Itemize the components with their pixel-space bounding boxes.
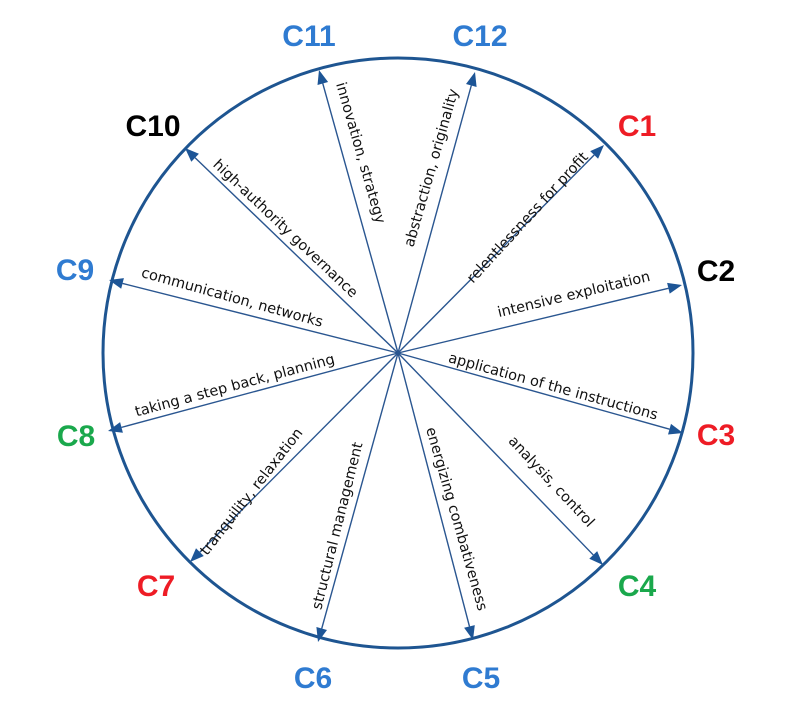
spoke-label-c5: energizing combativeness [422, 425, 490, 612]
node-label-c2: C2 [697, 255, 735, 288]
spoke-line-c4 [397, 352, 594, 556]
node-label-c5: C5 [462, 662, 500, 695]
spoke-line-c5 [397, 352, 471, 627]
arrowhead-c1 [590, 145, 604, 159]
node-label-c10: C10 [125, 110, 180, 143]
spoke-label-c8: taking a step back, planning [133, 352, 336, 421]
spoke-line-c8 [121, 352, 399, 429]
spoke-label-c1: relentlessness for profit [464, 149, 592, 286]
arrowhead-c7 [190, 548, 204, 562]
labels-layer: relentlessness for profit C1 intensive exp… [56, 20, 735, 695]
node-label-c4: C4 [618, 570, 657, 603]
arrowhead-c3 [668, 423, 683, 435]
spoke-label-c7: tranquility, relaxation [198, 425, 307, 558]
spoke-line-c6 [321, 352, 399, 629]
arrowhead-c10 [185, 148, 199, 162]
arrowhead-c6 [316, 627, 327, 642]
spoke-label-c9: communication, networks [139, 265, 324, 331]
spokes-layer [108, 70, 683, 642]
node-label-c9: C9 [56, 254, 94, 287]
spoke-label-c11: innovation, strategy [332, 81, 388, 226]
spoke-line-c2 [397, 287, 669, 354]
outer-circle [101, 56, 695, 650]
arrowhead-c12 [466, 72, 477, 87]
arrowhead-c4 [589, 551, 603, 565]
spoke-label-c3: application of the instructions [447, 350, 660, 423]
arrowhead-c11 [317, 70, 329, 85]
node-label-c1: C1 [618, 110, 656, 143]
spoke-line-c1 [397, 154, 595, 354]
arrowhead-c8 [108, 422, 123, 433]
arrowhead-c5 [464, 625, 475, 640]
arrowhead-c9 [109, 278, 124, 289]
spoke-label-c12: abstraction, originality [402, 87, 463, 249]
node-label-c7: C7 [137, 570, 175, 603]
spoke-line-c11 [322, 83, 399, 354]
spoke-line-c12 [397, 85, 472, 354]
spoke-line-c3 [397, 352, 670, 430]
spoke-line-c9 [122, 282, 399, 354]
node-label-c6: C6 [294, 662, 332, 695]
spoke-label-c2: intensive exploitation [496, 269, 652, 321]
spoke-label-c6: structural management [309, 440, 366, 611]
spoke-line-c7 [199, 352, 399, 553]
spoke-line-c10 [194, 157, 399, 354]
node-label-c12: C12 [452, 20, 507, 53]
node-label-c8: C8 [57, 420, 95, 453]
spoke-label-c4: analysis, control [505, 433, 597, 530]
arrowhead-c2 [667, 282, 682, 294]
node-label-c3: C3 [697, 419, 735, 452]
spoke-label-c10: high-authority governance [210, 157, 361, 301]
node-label-c11: C11 [282, 20, 335, 53]
